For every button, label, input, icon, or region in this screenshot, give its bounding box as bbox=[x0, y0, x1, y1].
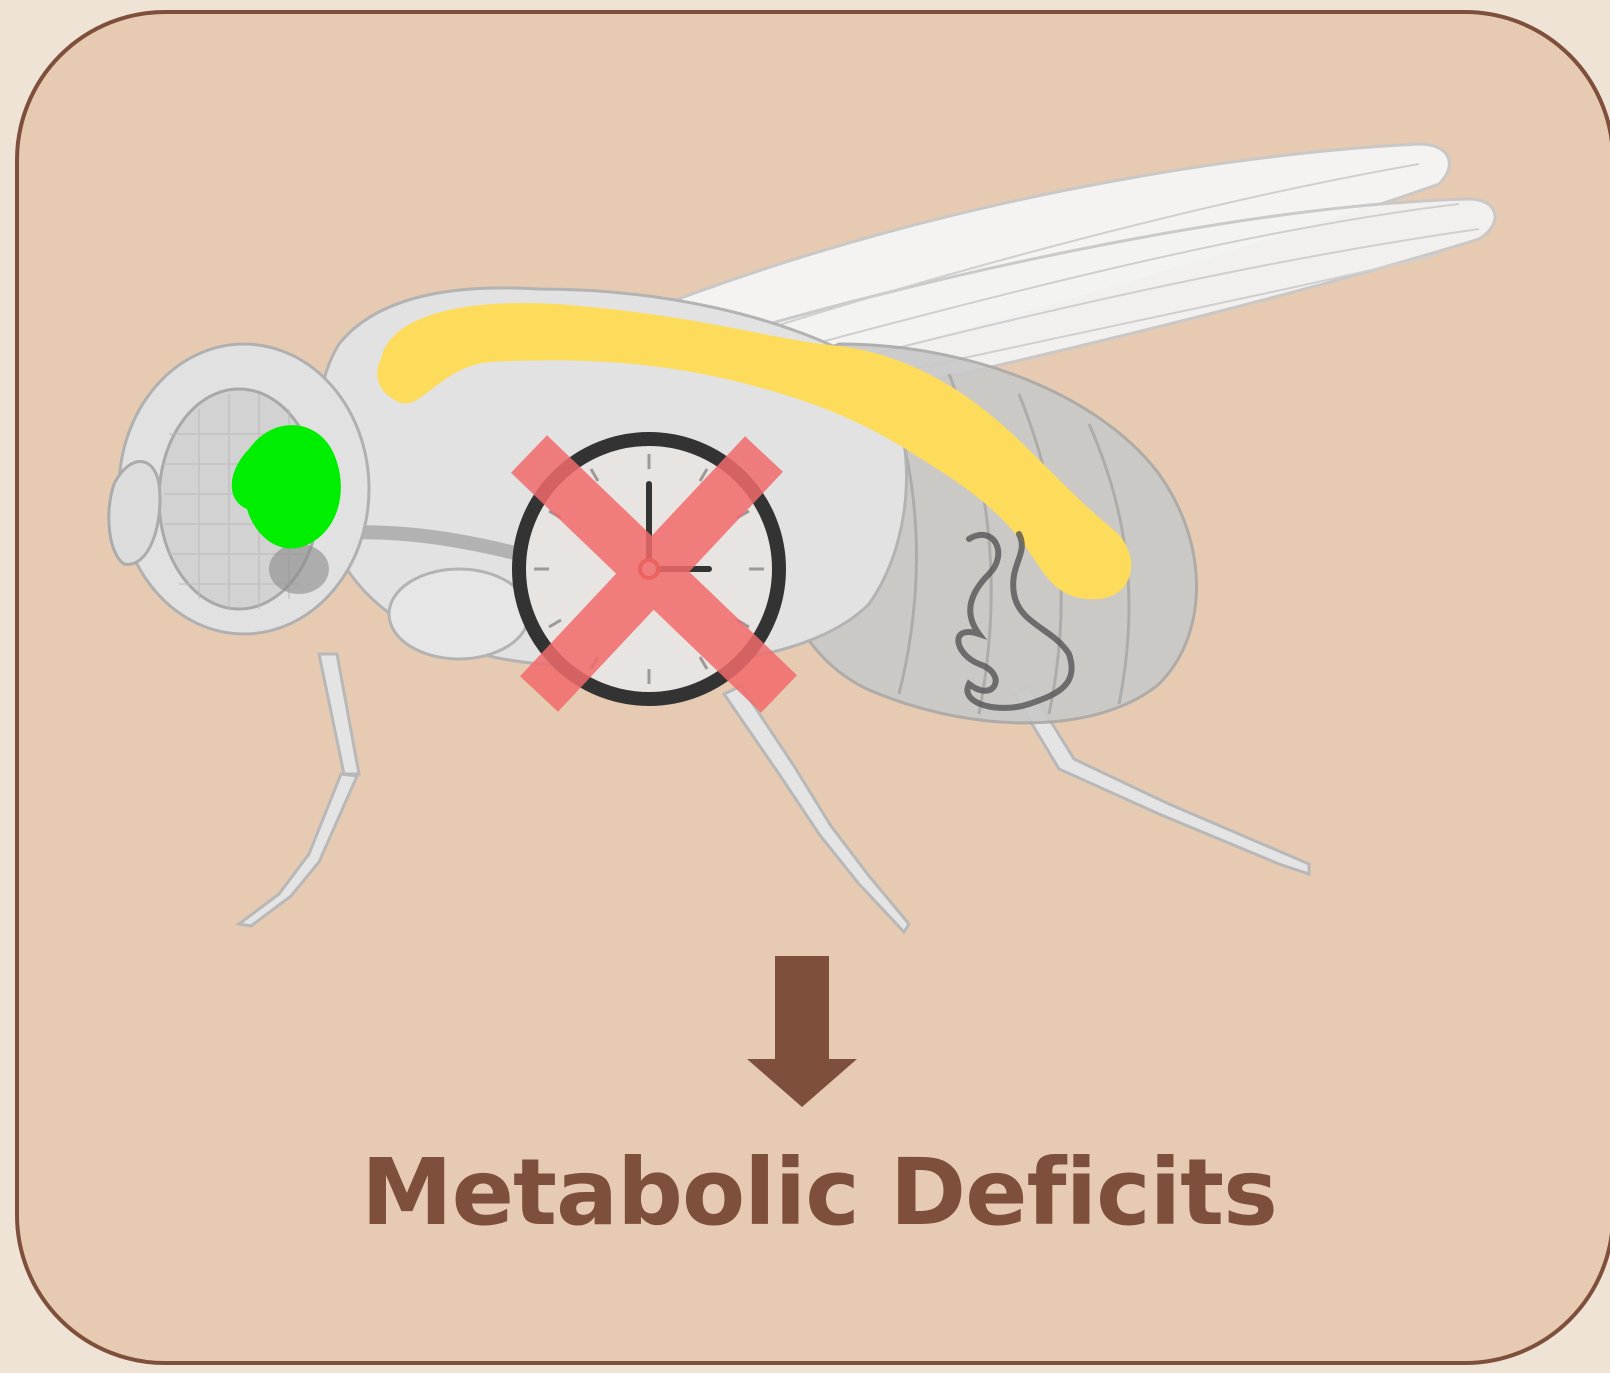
diagram-panel: Metabolic Deficits bbox=[15, 10, 1610, 1365]
down-arrow-icon bbox=[747, 956, 857, 1107]
caption-metabolic-deficits: Metabolic Deficits bbox=[19, 1139, 1610, 1246]
